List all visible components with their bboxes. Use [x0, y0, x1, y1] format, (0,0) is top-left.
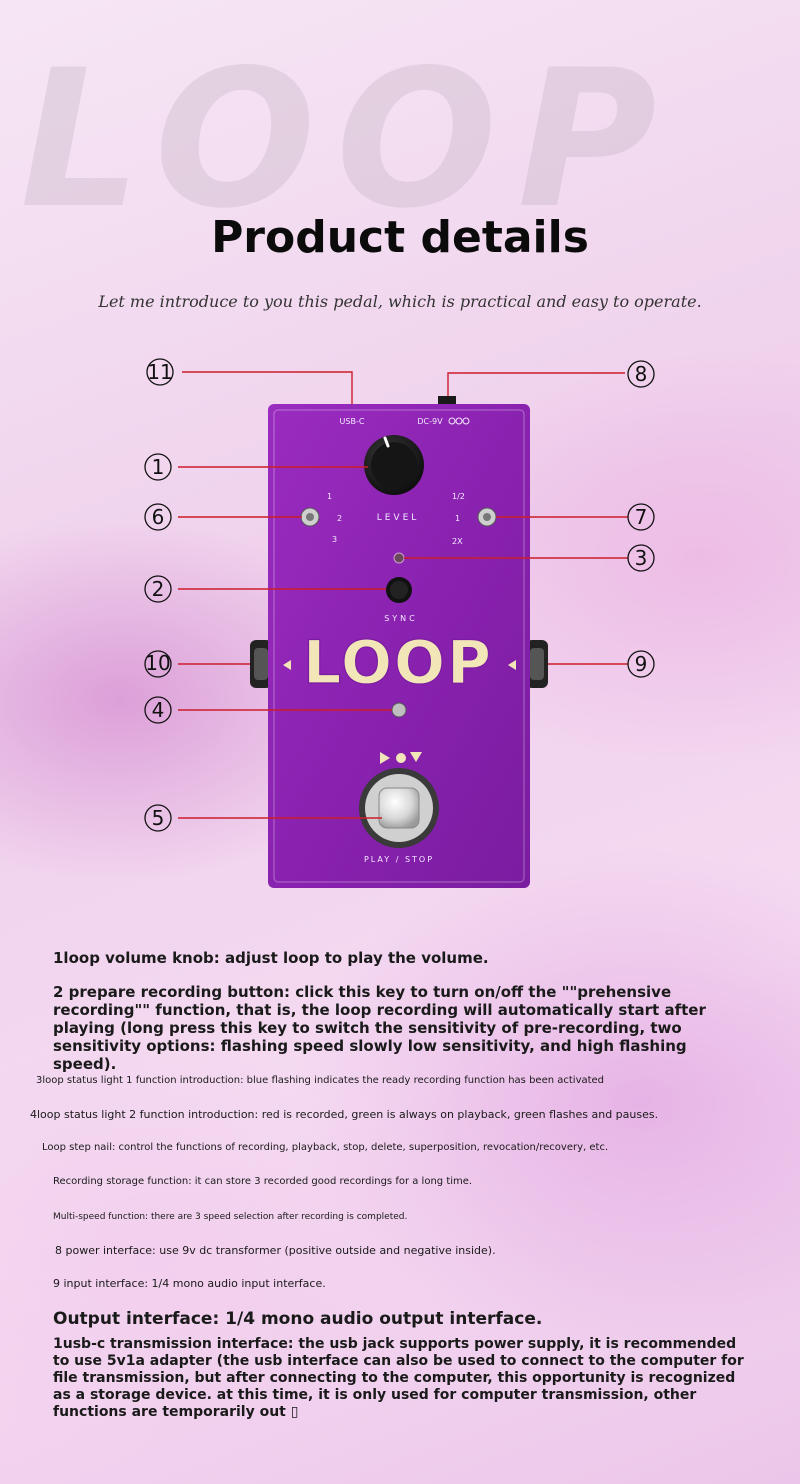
- desc-storage: Recording storage function: it can store…: [53, 1176, 473, 1187]
- svg-text:3: 3: [635, 546, 648, 570]
- pedal-body: [268, 404, 530, 888]
- callout-1: 1: [144, 453, 172, 481]
- svg-text:8: 8: [635, 362, 648, 386]
- speed-toggle-right[interactable]: [477, 507, 497, 527]
- svg-text:4: 4: [152, 698, 165, 722]
- desc-footswitch: Loop step nail: control the functions of…: [42, 1142, 609, 1153]
- svg-text:10: 10: [145, 651, 170, 675]
- play-stop-footswitch[interactable]: [359, 768, 439, 848]
- status-light-2: [391, 702, 407, 718]
- callout-7: 7: [627, 503, 655, 531]
- page-subtitle: Let me introduce to you this pedal, whic…: [98, 292, 702, 311]
- pedal-diagram: USB-C DC-9V LEVEL 1 2 3 1/2 1 2X SYNC LO…: [144, 358, 655, 888]
- output-arrow-icon: [283, 660, 291, 670]
- input-arrow-icon: [508, 660, 516, 670]
- left-switch-label-2: 2: [337, 514, 342, 523]
- level-label: LEVEL: [377, 513, 420, 523]
- page-title: Product details: [211, 212, 589, 263]
- callout-5: 5: [144, 804, 172, 832]
- footswitch-label: PLAY / STOP: [364, 855, 434, 864]
- callout-11: 11: [146, 358, 174, 386]
- polarity-icon: [448, 417, 470, 425]
- svg-text:6: 6: [152, 505, 165, 529]
- mode-toggle-left[interactable]: [300, 507, 320, 527]
- desc-power: 8 power interface: use 9v dc transformer…: [55, 1244, 496, 1257]
- status-light-1: [393, 552, 405, 564]
- svg-text:2: 2: [152, 577, 165, 601]
- desc-prerecord-button: 2 prepare recording button: click this k…: [53, 983, 706, 1073]
- svg-text:5: 5: [152, 806, 165, 830]
- input-jack: [526, 640, 548, 688]
- level-knob[interactable]: [364, 435, 424, 495]
- callout-2: 2: [144, 575, 172, 603]
- callout-9: 9: [627, 650, 655, 678]
- loop-logo: LOOP: [303, 628, 493, 698]
- callout-4: 4: [144, 696, 172, 724]
- desc-multispeed: Multi-speed function: there are 3 speed …: [53, 1212, 408, 1222]
- callout-lines: [178, 371, 628, 819]
- desc-status-light-1: 3loop status light 1 function introducti…: [36, 1075, 605, 1086]
- loop-watermark: LOOP: [20, 40, 677, 240]
- left-switch-label-3: 3: [332, 535, 337, 544]
- right-switch-label-2: 1: [455, 514, 460, 523]
- desc-status-light-2: 4loop status light 2 function introducti…: [30, 1108, 659, 1121]
- svg-text:7: 7: [635, 505, 648, 529]
- callout-10: 10: [144, 650, 172, 678]
- sync-button[interactable]: [386, 577, 412, 603]
- left-switch-label-1: 1: [327, 492, 332, 501]
- right-switch-label-1: 1/2: [452, 492, 465, 501]
- desc-output: Output interface: 1/4 mono audio output …: [53, 1309, 543, 1329]
- svg-text:1: 1: [152, 455, 165, 479]
- right-switch-label-3: 2X: [452, 537, 463, 546]
- svg-text:11: 11: [147, 360, 172, 384]
- record-play-stop-icon: [380, 752, 422, 764]
- svg-text:9: 9: [635, 652, 648, 676]
- callout-6: 6: [144, 503, 172, 531]
- callout-8: 8: [627, 360, 655, 388]
- dc-label: DC-9V: [417, 417, 443, 426]
- usb-label: USB-C: [340, 417, 365, 426]
- desc-input: 9 input interface: 1/4 mono audio input …: [53, 1277, 326, 1290]
- output-jack: [250, 640, 272, 688]
- desc-volume-knob: 1loop volume knob: adjust loop to play t…: [53, 949, 489, 967]
- callout-3: 3: [627, 544, 655, 572]
- sync-label: SYNC: [384, 614, 418, 623]
- desc-usb: 1usb-c transmission interface: the usb j…: [53, 1336, 744, 1420]
